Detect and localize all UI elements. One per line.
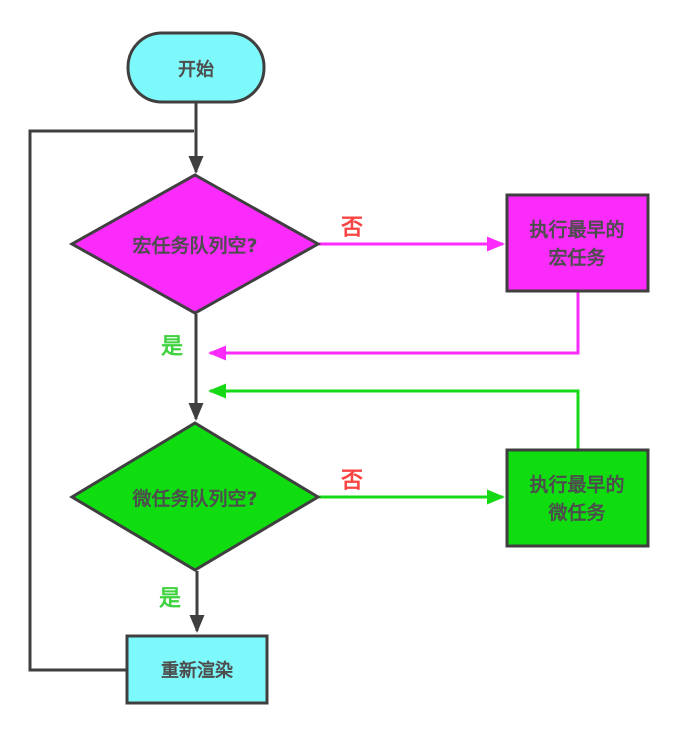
node-macro-check (68, 173, 322, 315)
node-start-label: 开始 (178, 59, 214, 81)
edge-label-macro-yes: 是 (161, 335, 183, 360)
edge-macro-exec-return (208, 292, 580, 361)
edge-label-macro-no: 否 (340, 216, 363, 241)
node-micro-check (69, 421, 321, 572)
edge-micro-exec-return (208, 383, 580, 449)
node-macro-exec-label-line1: 执行最早的 (529, 218, 624, 241)
edge-label-micro-no: 否 (340, 469, 363, 494)
node-micro-exec-label-line2: 微任务 (547, 501, 606, 524)
node-macro-exec-label-line2: 宏任务 (548, 246, 606, 269)
node-micro-exec (505, 448, 650, 548)
node-macro-check-label: 宏任务队列空? (132, 234, 257, 257)
node-micro-check-label: 微任务队列空? (131, 487, 257, 510)
node-start (126, 31, 266, 104)
node-rerender (125, 634, 269, 705)
edge-loop-back (28, 129, 194, 672)
node-macro-exec (505, 193, 650, 293)
node-rerender-label: 重新渲染 (161, 660, 234, 682)
node-micro-exec-label-line1: 执行最早的 (529, 473, 624, 496)
edge-label-micro-yes: 是 (159, 587, 181, 612)
